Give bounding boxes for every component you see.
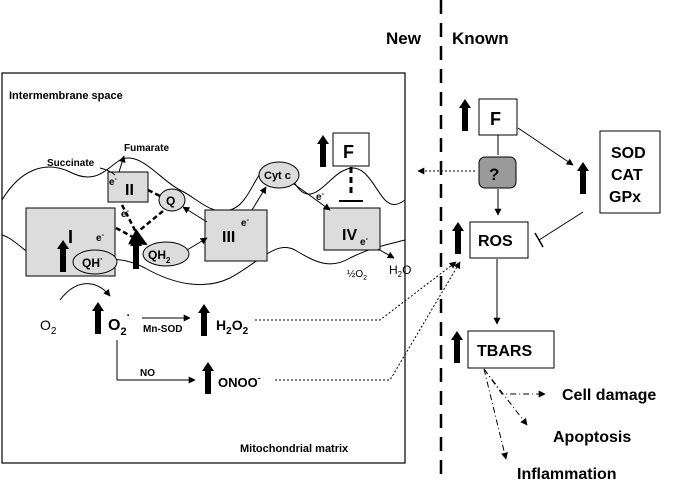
increase-arrow-icon — [451, 331, 463, 363]
cytc-to-iv-arrow — [293, 183, 331, 211]
electron-label: e- — [121, 208, 130, 220]
complex-ii-label: II — [125, 182, 134, 199]
q-ellipse — [158, 188, 186, 212]
succinate-label: Succinate — [47, 158, 95, 169]
fumarate-label: Fumarate — [124, 143, 169, 154]
iv-to-water-arrow — [377, 248, 395, 259]
qh2-ellipse — [142, 241, 190, 267]
header-known: Known — [452, 29, 509, 48]
tbars-label: TBARS — [477, 343, 532, 360]
f-label-known: F — [490, 109, 501, 129]
f-label-new: F — [343, 142, 354, 162]
mitochondrion-frame — [1, 72, 406, 464]
mnsod-label: Mn-SOD — [143, 324, 182, 335]
tbars-to-inflammation-arrow — [483, 368, 508, 460]
intermembrane-label: Intermembrane space — [9, 90, 123, 102]
increase-arrow-icon — [317, 135, 329, 167]
h2o2-to-ros-arrow — [255, 261, 457, 321]
inhibition-bar-icon — [534, 232, 544, 248]
antioxidants-inhibit-line — [538, 211, 584, 241]
fumarate-arrow — [118, 155, 126, 173]
qh-ellipse — [72, 249, 118, 275]
membrane-top — [1, 157, 406, 212]
tbars-to-apoptosis-arrow — [483, 368, 528, 426]
tbars-box — [467, 330, 555, 369]
matrix-label: Mitochondrial matrix — [240, 443, 349, 455]
iii-to-cytc-arrow — [251, 186, 267, 211]
complex-ii-box — [107, 171, 149, 203]
ros-box — [469, 221, 529, 259]
antioxidants-box — [599, 130, 661, 214]
i-to-qh2-arrow — [115, 226, 148, 246]
o2-label: O2 — [40, 317, 57, 337]
q-qh2-link — [139, 210, 164, 231]
electron-label: e- — [241, 217, 250, 229]
succinate-arrow — [99, 167, 116, 176]
f-to-antioxidants-arrow — [517, 127, 574, 166]
increase-arrow-icon — [577, 162, 589, 194]
increase-arrow-icon — [202, 362, 214, 394]
onoo-to-ros-arrow — [275, 261, 461, 381]
increase-arrow-icon — [198, 304, 210, 336]
antioxidant-cat: CAT — [611, 167, 643, 184]
antioxidant-gpx: GPx — [609, 189, 641, 206]
electron-label: e- — [96, 232, 105, 244]
ii-to-qh2-arrow — [120, 204, 142, 241]
increase-arrow-icon — [92, 302, 104, 334]
ros-label: ROS — [478, 233, 513, 250]
electron-label: e- — [360, 236, 369, 248]
outcome-cell-damage: Cell damage — [562, 387, 656, 404]
onoo-label: ONOO- — [218, 373, 261, 390]
qh-label: QH· — [82, 254, 103, 270]
tbars-to-cell-damage-arrow — [483, 368, 546, 398]
h2o2-label: H2O2 — [216, 317, 249, 337]
ii-to-q-arrow — [147, 188, 161, 198]
complex-iii-label: III — [222, 229, 235, 246]
cytc-label: Cyt c — [264, 170, 291, 182]
increase-arrow-icon — [459, 99, 471, 131]
complex-iii-box — [204, 209, 268, 262]
header-new: New — [386, 29, 422, 48]
cytc-ellipse — [258, 161, 300, 189]
q-label: Q — [166, 194, 175, 208]
complex-i-label: I — [68, 227, 73, 247]
f-box-new — [332, 132, 370, 167]
superoxide-label: O2· — [108, 310, 130, 338]
qh2-label: QH2 — [148, 248, 171, 265]
iii-to-q-arrow — [182, 206, 208, 223]
water-label: H2O — [389, 263, 411, 279]
unknown-label: ? — [489, 165, 499, 184]
antioxidant-sod: SOD — [611, 145, 646, 162]
complex-iv-box — [323, 207, 381, 251]
complex-iv-label: IV — [342, 227, 357, 244]
no-label: NO — [140, 368, 155, 379]
increase-arrow-icon — [452, 222, 464, 254]
electron-label: e- — [109, 176, 118, 188]
half-o2-label: ½O2 — [347, 269, 367, 282]
unknown-box — [478, 156, 517, 189]
electron-label: e- — [316, 191, 325, 203]
o2-to-superoxide-arrow — [59, 283, 111, 301]
outcome-apoptosis: Apoptosis — [553, 429, 631, 446]
outcome-inflammation: Inflammation — [517, 466, 617, 483]
qh2-to-iii-arrow — [186, 237, 208, 251]
